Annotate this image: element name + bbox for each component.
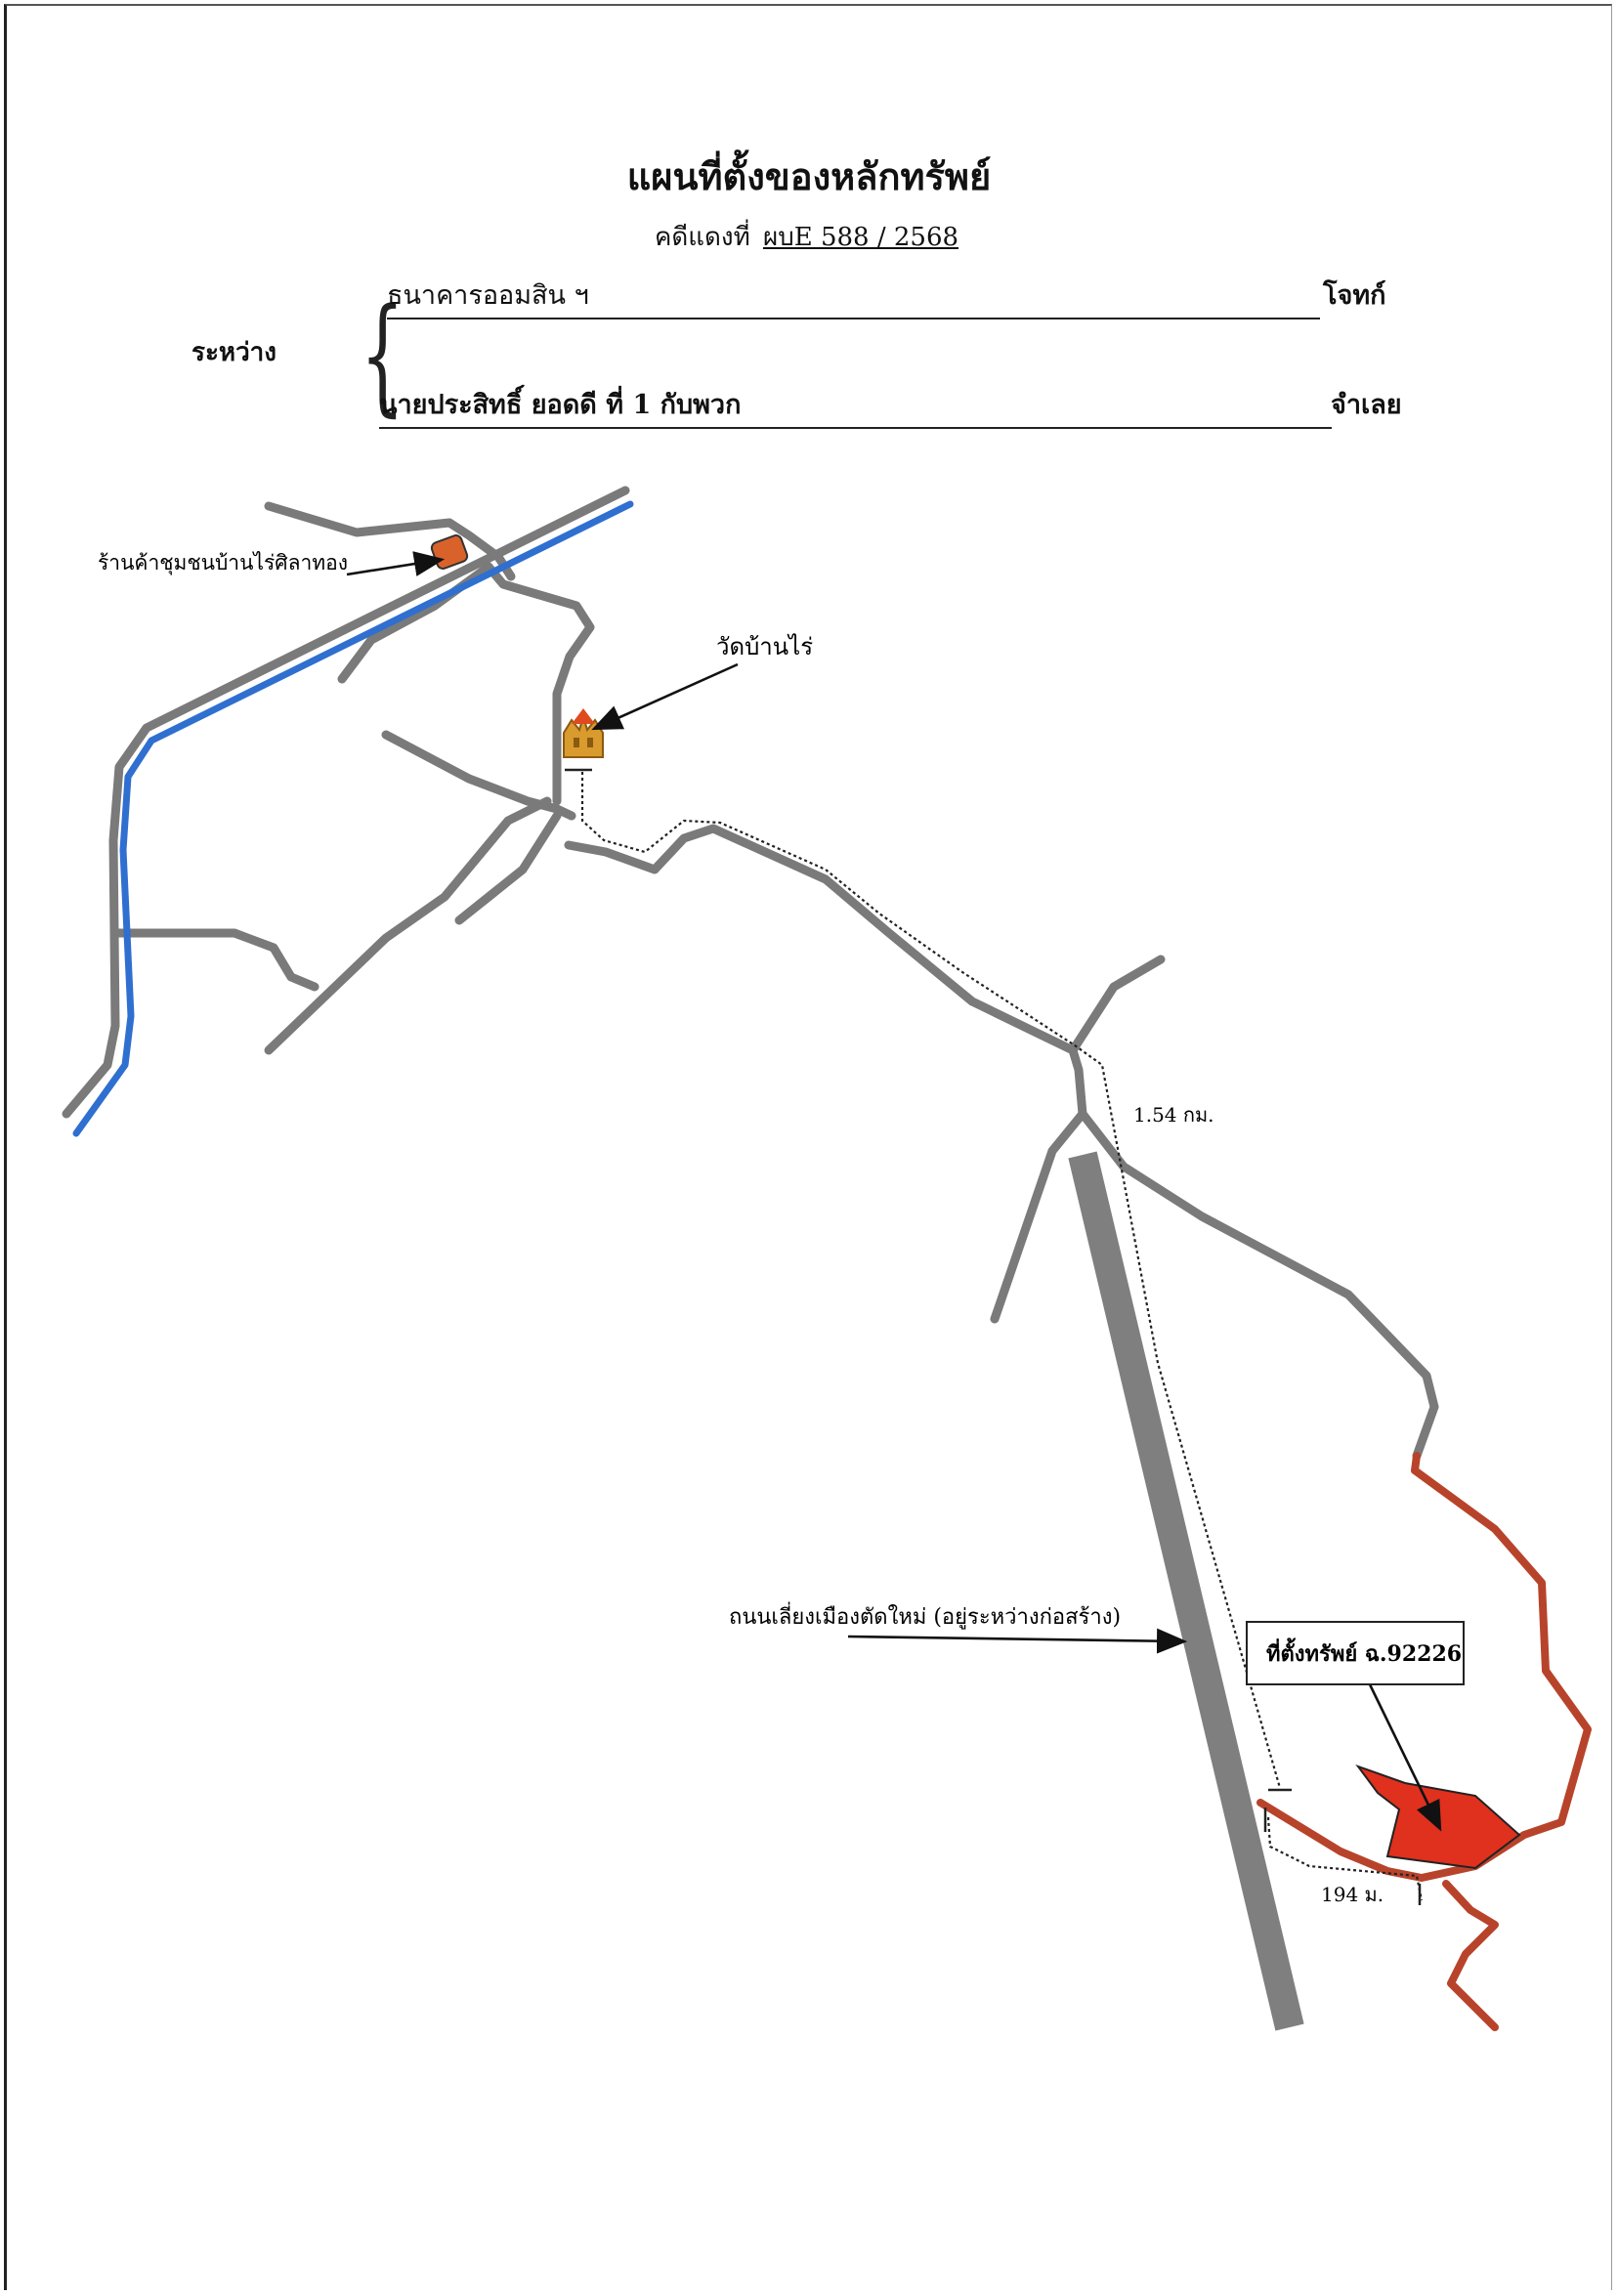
case-label: คดีแดงที่ xyxy=(654,223,750,252)
property-label-box xyxy=(1246,1621,1465,1685)
map-title: แผนที่ตั้งของหลักทรัพย์ xyxy=(626,154,992,198)
plaintiff-name: ธนาคารออมสิน ฯ xyxy=(387,274,1320,319)
new-bypass-road xyxy=(1068,1151,1304,2031)
plaintiff-role: โจทก์ xyxy=(1323,280,1386,311)
road-branch-sw xyxy=(990,1109,1087,1324)
access-road xyxy=(1256,1452,1592,2031)
main-road-north xyxy=(62,486,630,1119)
property-label: ที่ตั้งทรัพย์ ฉ.92226 xyxy=(1266,1637,1462,1667)
distance-lines xyxy=(580,772,1424,1901)
brace-icon: { xyxy=(360,280,405,429)
road-network xyxy=(62,486,1439,1461)
west-road xyxy=(381,730,576,821)
defendant-role: จำเลย xyxy=(1331,390,1402,420)
case-number: ผบE 588 / 2568 xyxy=(762,223,959,252)
case-line: คดีแดงที่ ผบE 588 / 2568 xyxy=(0,217,1618,257)
defendant-name: นายประสิทธิ์ ยอดดี ที่ 1 กับพวก xyxy=(379,383,1332,429)
canal xyxy=(72,500,634,1137)
new-road-label: ถนนเลี่ยงเมืองตัดใหม่ (อยู่ระหว่างก่อสร้… xyxy=(729,1601,1121,1630)
between-label: ระหว่าง xyxy=(192,338,277,367)
distance-main-label: 1.54 กม. xyxy=(1133,1103,1214,1127)
cross-road xyxy=(112,928,319,992)
distance-short-label: 194 ม. xyxy=(1321,1883,1384,1906)
shop-marker-icon xyxy=(430,534,469,570)
road-branch-ne xyxy=(1068,955,1166,1055)
temple-icon xyxy=(563,708,604,758)
temple-label: วัดบ้านไร่ xyxy=(716,633,813,660)
temple-road xyxy=(484,562,595,806)
south-road-2 xyxy=(454,811,562,925)
south-road-1 xyxy=(264,796,552,1055)
property-parcel xyxy=(1355,1764,1521,1870)
distance-ticks xyxy=(565,768,1422,1905)
page-frame xyxy=(4,4,1612,2290)
shop-label: ร้านค้าชุมชนบ้านไร่ศิลาทอง xyxy=(98,551,348,575)
main-route xyxy=(564,824,1439,1461)
village-road-top xyxy=(264,501,516,581)
leader-arrows xyxy=(346,551,1442,1832)
